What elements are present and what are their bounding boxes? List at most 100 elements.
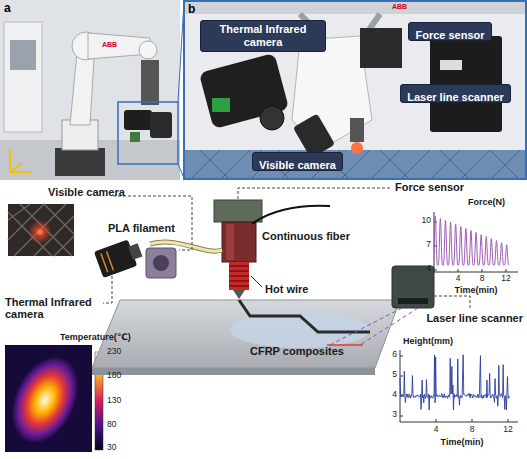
part-label: Force sensor bbox=[395, 181, 464, 193]
printed-path bbox=[239, 300, 370, 332]
box-label: Thermal Infrared camera bbox=[207, 23, 319, 48]
leader-line bbox=[103, 276, 112, 303]
axis-title-text: Force(N) bbox=[468, 197, 505, 207]
axis-title-text: Height(mm) bbox=[403, 336, 453, 346]
leader-line bbox=[238, 188, 392, 199]
part-label-text: Continuous fiber bbox=[262, 230, 350, 242]
axis-tick: 8 bbox=[480, 274, 485, 284]
colorbar-tick-text: 30 bbox=[107, 442, 116, 452]
nozzle bbox=[233, 290, 245, 299]
axis-tick-text: 5 bbox=[392, 369, 397, 379]
axis-tick: 7 bbox=[426, 240, 431, 250]
part-label: Hot wire bbox=[265, 283, 308, 295]
camera-lens bbox=[128, 243, 142, 260]
photo-background bbox=[183, 0, 527, 180]
platform-edge bbox=[92, 368, 375, 375]
scanner-window bbox=[398, 298, 428, 304]
logo-text: ABB bbox=[102, 41, 117, 49]
label-box: Force sensor bbox=[408, 22, 492, 41]
force-curve bbox=[434, 216, 509, 265]
box-label: Visible camera bbox=[259, 159, 336, 172]
axis-tick-text: 6 bbox=[392, 349, 397, 359]
axis-tick: 3 bbox=[392, 410, 397, 420]
axis-tick-text: 4 bbox=[392, 389, 397, 399]
camera-body bbox=[94, 239, 137, 278]
visible-image bbox=[8, 204, 74, 256]
robot-wrist bbox=[139, 41, 157, 59]
panel-letter-text: b bbox=[188, 2, 195, 16]
axis-tick-text: 8 bbox=[470, 424, 475, 434]
axis-tick: 5 bbox=[392, 370, 397, 380]
axis-title-text: Time(min) bbox=[455, 285, 498, 295]
axis-tick-text: 4 bbox=[456, 273, 461, 283]
label-box: Visible camera bbox=[252, 152, 343, 171]
label-box: Laser line scanner bbox=[400, 84, 511, 103]
axis-title-text: Time(min) bbox=[441, 437, 484, 447]
part-label-text: Visible camera bbox=[48, 186, 125, 198]
thermal-lens bbox=[260, 106, 284, 130]
leader-line bbox=[434, 296, 470, 309]
chart-axes bbox=[400, 350, 518, 422]
force-sensor-icon bbox=[214, 200, 262, 222]
axis-ticks bbox=[400, 356, 508, 422]
cabinet bbox=[4, 22, 42, 132]
part-label-text: Laser line scanner bbox=[426, 312, 523, 324]
colorbar-tick-text: 180 bbox=[107, 370, 121, 380]
panel-letter: b bbox=[188, 3, 195, 16]
colorbar-tick: 80 bbox=[107, 420, 116, 430]
cabinet-panel bbox=[10, 40, 36, 70]
fiber-strand bbox=[252, 206, 330, 224]
head-highlight bbox=[226, 224, 234, 260]
axis-tick: 4 bbox=[426, 264, 431, 274]
axis-tick: 4 bbox=[392, 390, 397, 400]
colorbar-tick: 180 bbox=[107, 371, 121, 381]
axis-tick: 4 bbox=[434, 425, 439, 435]
leader-line bbox=[251, 276, 262, 287]
axis-tick: 6 bbox=[392, 350, 397, 360]
colorbar-tick: 130 bbox=[107, 396, 121, 406]
terminal-block bbox=[212, 98, 230, 112]
axis-tick-text: 12 bbox=[503, 424, 512, 434]
axis-tick: 4 bbox=[456, 274, 461, 284]
axis-title: Temperature(℃) bbox=[60, 332, 131, 342]
axis-title-text: Temperature(℃) bbox=[60, 332, 131, 342]
colorbar-tick-text: 130 bbox=[107, 395, 121, 405]
axis-tick: 8 bbox=[470, 425, 475, 435]
axis-title: Height(mm) bbox=[403, 336, 453, 346]
panel-frame bbox=[184, 1, 526, 179]
panel-letter: a bbox=[4, 2, 11, 15]
part-label-text: CFRP composites bbox=[250, 345, 344, 357]
colorbar-tick: 30 bbox=[107, 443, 116, 453]
axis-title: Force(N) bbox=[468, 197, 505, 207]
camera-stripes bbox=[101, 251, 113, 272]
chart-axes bbox=[434, 212, 518, 272]
part-label: Continuous fiber bbox=[262, 230, 350, 242]
panel-letter-text: a bbox=[4, 1, 11, 15]
axis-tick: 12 bbox=[501, 274, 510, 284]
thermal-camera-icon bbox=[94, 237, 145, 278]
logo-text-text: ABB bbox=[392, 3, 407, 10]
axis-title: Time(min) bbox=[441, 437, 484, 447]
print-bed bbox=[183, 150, 527, 180]
axis-tick: 10 bbox=[422, 216, 431, 226]
force-sensor-photo bbox=[360, 28, 402, 68]
camera-lens bbox=[153, 255, 169, 271]
thermal-camera-photo bbox=[199, 53, 289, 129]
visible-camera-icon bbox=[146, 248, 176, 278]
heater-coil bbox=[229, 262, 249, 290]
zoom-frame bbox=[118, 102, 178, 164]
melt-glow bbox=[28, 220, 52, 244]
part-label-text: Thermal Infrared camera bbox=[5, 296, 92, 320]
melt-spot bbox=[37, 229, 43, 235]
robot-base bbox=[55, 148, 105, 176]
axis-tick-text: 12 bbox=[501, 273, 510, 283]
axis-title: Time(min) bbox=[455, 285, 498, 295]
box-label: Laser line scanner bbox=[407, 91, 504, 104]
part-label: PLA filament bbox=[108, 222, 175, 234]
part-label-text: Hot wire bbox=[265, 283, 308, 295]
axis-tick-text: 8 bbox=[480, 273, 485, 283]
part-label: Laser line scanner bbox=[426, 312, 523, 324]
ceiling bbox=[183, 0, 527, 14]
